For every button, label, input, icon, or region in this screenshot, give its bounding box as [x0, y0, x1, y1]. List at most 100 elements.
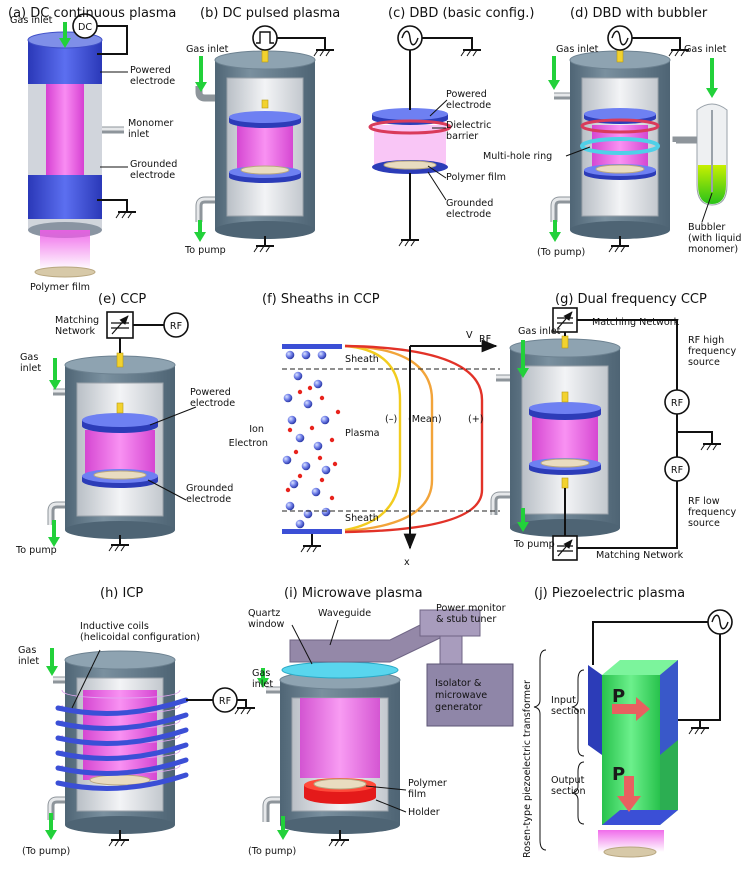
ground-hatch [114, 839, 120, 847]
quartz-label: window [248, 619, 285, 630]
film-i [313, 778, 367, 790]
ground-hatch [120, 839, 126, 847]
ground-hatch [674, 49, 680, 57]
wire-d [632, 37, 681, 50]
leader [429, 99, 448, 117]
vessel-top [64, 650, 176, 670]
panel-g-title: (g) Dual frequency CCP [555, 292, 707, 307]
electron-particle [285, 487, 291, 493]
polarization-arrow-output [617, 776, 641, 812]
variable-arrow [557, 311, 573, 329]
pulse-source-circle [252, 25, 278, 51]
matching-top-label: Matching Network [592, 317, 680, 328]
ground-hatch [319, 49, 325, 57]
powered-electrode-label: Powered [130, 65, 171, 76]
ground-hatch [404, 239, 410, 247]
feedthrough [116, 402, 124, 414]
bubbler-label: monomer) [688, 244, 738, 255]
grounded-electrode-label: Grounded [130, 159, 177, 170]
ion-particle [283, 393, 293, 403]
ac-source-icon [707, 609, 733, 635]
dc-source-label: DC [78, 22, 92, 33]
film-e [93, 470, 147, 480]
feedthrough [261, 99, 269, 109]
to-pump-label-g: To pump [513, 539, 555, 550]
ground-hatch [234, 707, 240, 715]
sheath-top-label: Sheath [345, 354, 379, 365]
inductive-coil-turn [55, 772, 189, 791]
pulse-glyph [256, 31, 274, 44]
gas-inlet-label-i: Gas [252, 668, 270, 679]
ground-icon [668, 49, 689, 57]
ground-hatch [328, 839, 334, 847]
ground-hatch [108, 839, 114, 847]
ground-icon [688, 727, 709, 735]
matching-network-icon [106, 311, 134, 339]
leader [147, 479, 187, 501]
matching-label-e: Network [55, 326, 96, 337]
bubbler-outlet [672, 136, 697, 144]
sine-glyph [711, 614, 729, 630]
inductive-coil-turn [55, 757, 189, 776]
gas-arrow-head [48, 537, 60, 547]
waveguide-label: Waveguide [318, 608, 371, 619]
output-electrode [602, 810, 678, 825]
film-c [383, 160, 437, 170]
ground-hatch [312, 545, 318, 553]
ground-hatch [246, 707, 252, 715]
vessel-bottom [570, 221, 670, 239]
electron-particle [309, 425, 315, 431]
leader [149, 406, 197, 426]
ion-particle [295, 433, 305, 443]
ion-particle [303, 509, 313, 519]
quartz-label: Quartz [248, 608, 280, 619]
pump-pipe-highlight [48, 502, 65, 525]
gas-arrow-head [517, 522, 529, 532]
powered-electrode-c-top [372, 108, 448, 120]
dielectric-label: barrier [446, 131, 478, 142]
ground-icon [313, 49, 334, 57]
ion-particle [320, 415, 330, 425]
ion-particle [321, 507, 331, 517]
electron-particle [307, 385, 313, 391]
gas-inlet-label-i: inlet [252, 679, 273, 690]
x-axis-label: x [404, 557, 410, 568]
grounded-electrode-ring [28, 175, 102, 219]
electron-particle [319, 395, 325, 401]
ground-hatch [614, 245, 620, 253]
gas-arrow-head [59, 38, 71, 48]
ground-hatch [115, 211, 121, 219]
wire-g4 [577, 481, 678, 549]
grounded-electrode-label: electrode [130, 170, 175, 181]
dielectric-label: Dielectric [446, 120, 491, 131]
vrf-label: V [466, 330, 473, 341]
leader [329, 619, 339, 646]
power-monitor-label: & stub tuner [436, 614, 496, 625]
film-g [540, 458, 590, 468]
pump-pipe [550, 196, 570, 222]
pump-pipe [195, 196, 215, 222]
ground-icon [115, 211, 136, 219]
piezo-top [602, 660, 678, 675]
wire-dc [97, 25, 128, 55]
feedthrough [561, 477, 569, 489]
ground-icon [398, 239, 419, 247]
gas-arrow-head [257, 678, 269, 688]
curve-positive [344, 344, 484, 534]
pump-pipe-highlight [196, 197, 215, 222]
gas-inlet-left-label: Gas inlet [556, 44, 599, 55]
p-label-top: P [612, 686, 625, 707]
pump-pipe-highlight [48, 797, 65, 820]
bubbler-label: (with liquid [688, 233, 741, 244]
negative-label: (–) [385, 414, 397, 425]
polymer-film-label: Polymer film [30, 282, 90, 293]
tuner-stub [439, 635, 463, 667]
sine-glyph [611, 30, 629, 46]
ground-hatch [706, 443, 712, 451]
inductive-coil-turn [55, 727, 189, 746]
grounded-label-c: electrode [446, 209, 491, 220]
rf-high-label: RF high [688, 335, 724, 346]
panel-a-title: (a) DC continuous plasma [8, 6, 176, 21]
leader [365, 785, 407, 791]
ground-hatch [712, 443, 718, 451]
